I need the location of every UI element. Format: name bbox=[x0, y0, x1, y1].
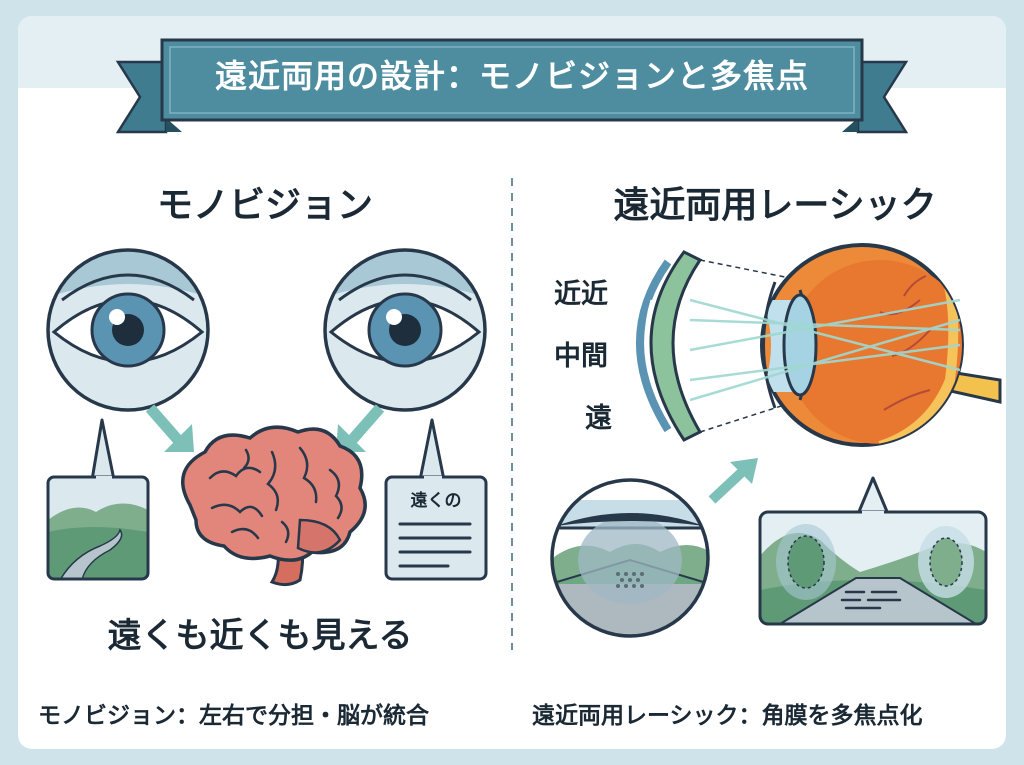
page-title: 遠近両用の設計：モノビジョンと多焦点 bbox=[214, 57, 809, 95]
multifocal-lasik-summary: 遠近両用レーシック：角膜を多焦点化 bbox=[532, 703, 923, 729]
zone-label-middle: 中間 bbox=[554, 341, 608, 372]
arrow-left-eye-to-brain bbox=[145, 404, 194, 452]
near-view-bubble bbox=[384, 418, 488, 581]
right-eye-illustration bbox=[323, 248, 487, 412]
multifocal-view-circle bbox=[550, 478, 710, 638]
cornea-cross-section bbox=[636, 250, 801, 442]
eyeball-illustration bbox=[689, 243, 1002, 447]
monovision-heading: モノビジョン bbox=[156, 185, 373, 226]
monovision-summary: モノビジョン：左右で分担・脳が統合 bbox=[38, 703, 429, 729]
zone-label-near: 近近 bbox=[554, 279, 608, 310]
brain-illustration bbox=[181, 425, 367, 587]
title-banner bbox=[115, 38, 909, 134]
document-label: 遠くの bbox=[410, 491, 462, 511]
arrow-view-to-eye bbox=[708, 458, 758, 504]
zone-label-far: 遠 bbox=[585, 403, 612, 434]
monovision-caption: 遠くも近くも見える bbox=[107, 616, 413, 656]
arrow-right-eye-to-brain bbox=[336, 404, 385, 452]
multifocal-lasik-heading: 遠近両用レーシック bbox=[613, 185, 937, 226]
left-eye-illustration bbox=[46, 248, 210, 412]
road-view-bubble bbox=[758, 476, 988, 626]
far-view-bubble bbox=[46, 418, 150, 581]
